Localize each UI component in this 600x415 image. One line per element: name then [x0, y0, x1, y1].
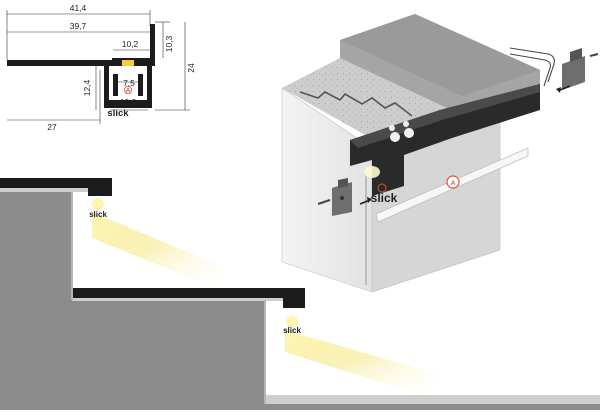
marker-a-label: A [451, 180, 456, 187]
dim-12-4: 12,4 [82, 79, 92, 96]
dim-24: 24 [186, 63, 196, 73]
staircase-illustration: slick slick [0, 178, 600, 410]
dim-39-7: 39,7 [70, 21, 87, 31]
assembly-illustration: A slick [281, 14, 599, 293]
dim-10-6: 10,6 [120, 97, 137, 107]
power-cable [509, 47, 555, 87]
dim-10-2: 10,2 [122, 39, 139, 49]
mounting-clip-right [562, 48, 599, 90]
profile-section [7, 24, 155, 108]
dim-27: 27 [47, 122, 57, 132]
arrow-right [559, 85, 571, 91]
profile-hole-2 [404, 128, 414, 138]
step-upper [0, 192, 72, 300]
slick-logo-upper-step: slick [89, 210, 107, 219]
profile-hole-4 [403, 121, 409, 127]
step-lower [265, 404, 600, 410]
aluminium-profile [350, 84, 540, 196]
step-middle [0, 300, 265, 410]
dim-7-5: 7,5 [123, 78, 135, 88]
dim-41-4: 41,4 [70, 3, 87, 13]
slick-logo: slick [107, 108, 129, 119]
dim-10-3: 10,3 [164, 35, 174, 52]
profile-hole-1 [390, 132, 400, 142]
led-strip [122, 60, 134, 66]
light-beam-upper [92, 212, 230, 288]
marker-a-label: A [126, 88, 131, 95]
profile-nosing-upper [0, 178, 112, 196]
slick-logo-assembly: slick [371, 191, 398, 205]
light-beam-lower [285, 330, 440, 398]
mounting-clip-left [317, 178, 352, 216]
marker-a-badge [446, 175, 460, 189]
profile-drawing: 41,4 39,7 10,2 10,3 24 12,4 7,5 10,6 27 … [6, 3, 196, 132]
profile-hole-3 [389, 125, 395, 131]
slick-logo-lower-step: slick [283, 326, 301, 335]
marker-a-badge [124, 86, 133, 95]
